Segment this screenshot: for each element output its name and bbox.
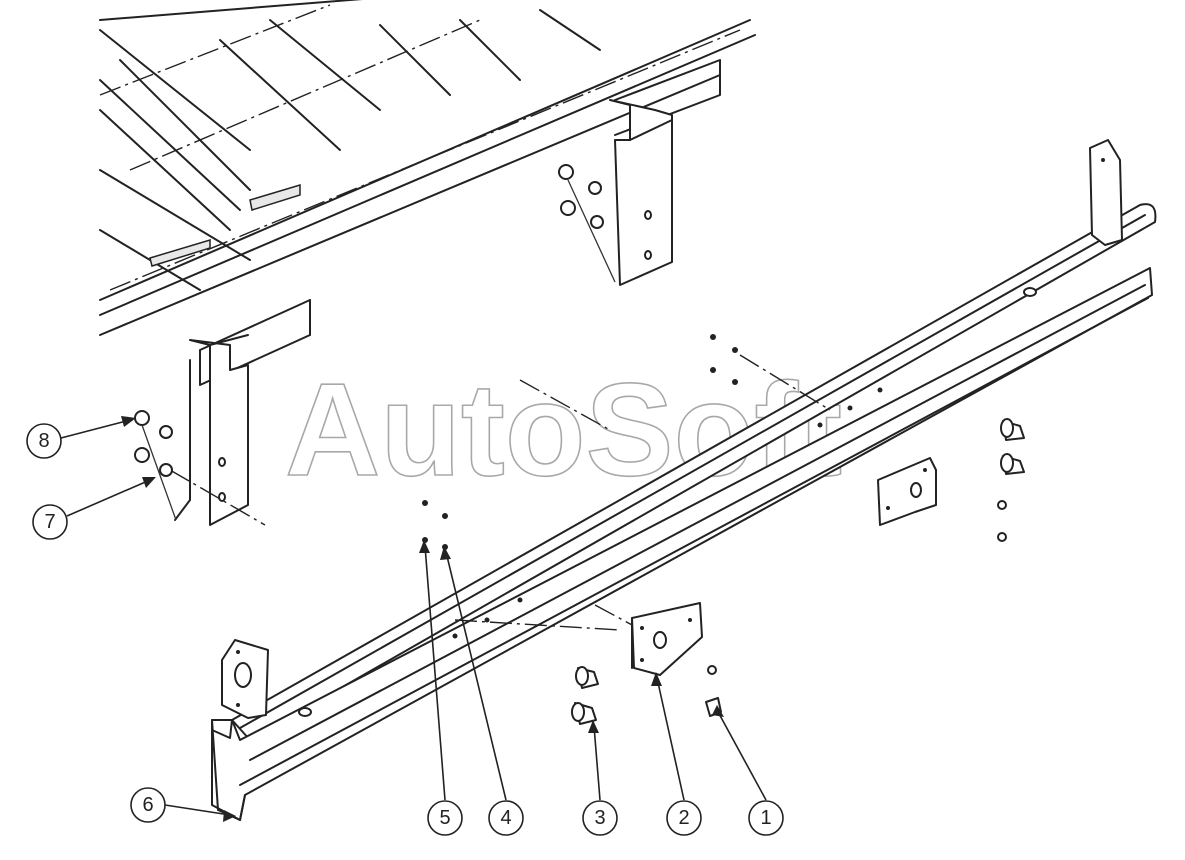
callout-3: 3 (594, 807, 605, 829)
callout-7: 7 (44, 511, 55, 533)
callouts: 1 2 3 4 5 6 7 8 (26, 416, 784, 836)
callout-5: 5 (439, 807, 450, 829)
bumper-beam (211, 139, 1157, 821)
callout-4: 4 (500, 807, 511, 829)
cargo-platform (99, 0, 756, 386)
callout-2: 2 (678, 807, 689, 829)
right-fastener-group (558, 164, 616, 283)
small-nuts-group (422, 334, 738, 550)
right-mounting-bracket (609, 99, 673, 286)
mounting-plate-center (631, 602, 703, 676)
mounting-plate-right (877, 457, 937, 526)
small-screws (705, 665, 722, 717)
left-fastener-group (134, 410, 177, 521)
bolts-right (997, 418, 1025, 542)
left-mounting-bracket (169, 334, 266, 526)
callout-8: 8 (38, 430, 49, 452)
callout-6: 6 (142, 794, 153, 816)
bolts-lower (571, 666, 599, 725)
callout-1: 1 (760, 807, 771, 829)
